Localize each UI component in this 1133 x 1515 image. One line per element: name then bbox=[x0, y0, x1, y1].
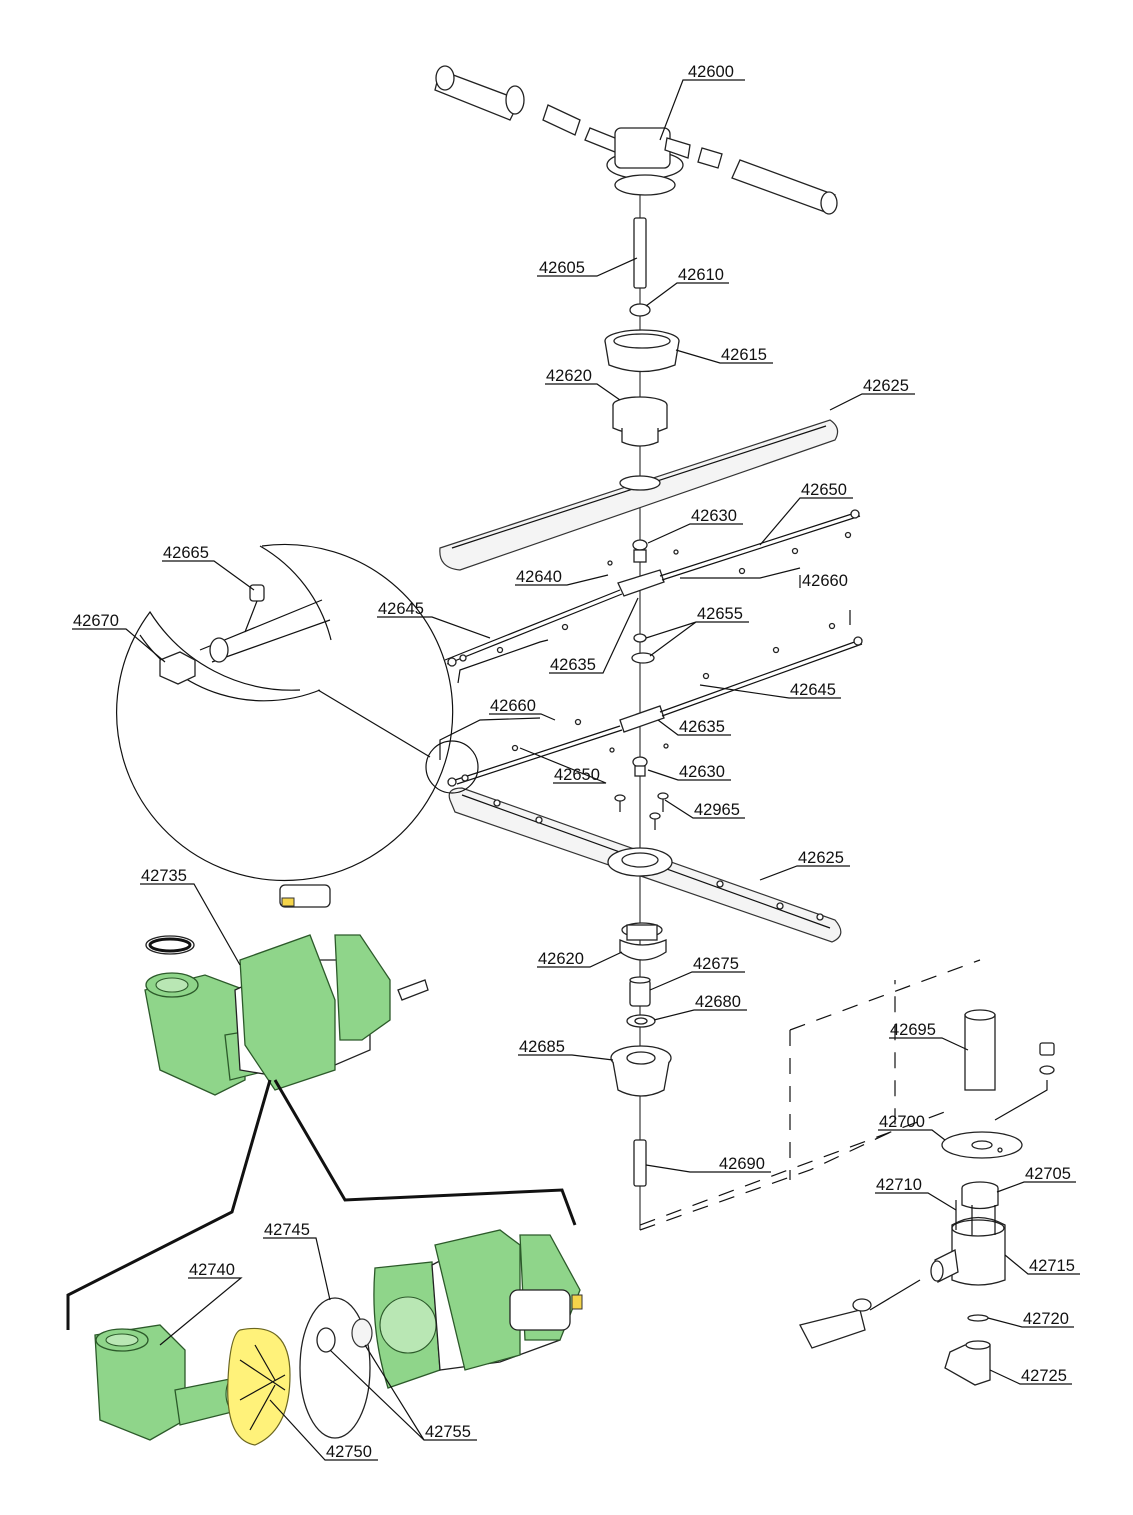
label-42600: 42600 bbox=[688, 63, 734, 81]
part-42690-pin bbox=[633, 1139, 647, 1187]
label-42700: 42700 bbox=[879, 1113, 925, 1131]
label-42750: 42750 bbox=[326, 1443, 372, 1461]
label-42660-upper: 42660 bbox=[802, 572, 848, 590]
label-42690: 42690 bbox=[719, 1155, 765, 1173]
label-42650-lower: 42650 bbox=[554, 766, 600, 784]
label-42740: 42740 bbox=[189, 1261, 235, 1279]
part-42615-ring-nut bbox=[604, 329, 680, 373]
label-42710: 42710 bbox=[876, 1176, 922, 1194]
part-42655-washers bbox=[631, 633, 655, 664]
label-42620-lower: 42620 bbox=[538, 950, 584, 968]
label-42610: 42610 bbox=[678, 266, 724, 284]
part-42605-rod bbox=[633, 217, 647, 289]
label-42635-upper: 42635 bbox=[550, 656, 596, 674]
part-42600-feed-tee bbox=[434, 65, 838, 215]
label-42695: 42695 bbox=[890, 1021, 936, 1039]
leader-lines bbox=[72, 79, 1080, 1461]
exploded-pump bbox=[94, 1229, 583, 1446]
part-labels: 42600 42605 42610 42615 42620 42625 4265… bbox=[73, 63, 1075, 1461]
label-42665: 42665 bbox=[163, 544, 209, 562]
label-42655: 42655 bbox=[697, 605, 743, 623]
main-wash-pump bbox=[144, 884, 429, 1096]
part-42695-tube bbox=[964, 1009, 996, 1091]
label-42640: 42640 bbox=[516, 568, 562, 586]
label-42670: 42670 bbox=[73, 612, 119, 630]
part-42680-ring bbox=[626, 1014, 656, 1028]
part-42965-screws bbox=[614, 792, 669, 830]
label-42715: 42715 bbox=[1029, 1257, 1075, 1275]
part-42715-housing bbox=[930, 1200, 1006, 1286]
part-42705-seal bbox=[961, 1181, 999, 1210]
label-42625-lower: 42625 bbox=[798, 849, 844, 867]
label-42630-lower: 42630 bbox=[679, 763, 725, 781]
label-42635-lower: 42635 bbox=[679, 718, 725, 736]
dashed-boundary bbox=[639, 959, 981, 1231]
pump-explode-pointer bbox=[66, 1079, 577, 1330]
lower-spray-tubes bbox=[439, 610, 863, 787]
label-42735: 42735 bbox=[141, 867, 187, 885]
label-42645-lower: 42645 bbox=[790, 681, 836, 699]
label-42705: 42705 bbox=[1025, 1165, 1071, 1183]
label-42645-upper: 42645 bbox=[378, 600, 424, 618]
label-42755: 42755 bbox=[425, 1423, 471, 1441]
label-42965: 42965 bbox=[694, 801, 740, 819]
label-42675: 42675 bbox=[693, 955, 739, 973]
part-42700-flange bbox=[941, 1131, 1023, 1159]
label-42650-upper: 42650 bbox=[801, 481, 847, 499]
label-42620-upper: 42620 bbox=[546, 367, 592, 385]
label-42685: 42685 bbox=[519, 1038, 565, 1056]
part-42625-upper-wash-arm bbox=[439, 419, 839, 571]
part-42725-elbow bbox=[944, 1340, 991, 1386]
label-42680: 42680 bbox=[695, 993, 741, 1011]
part-42620-lower-bushing bbox=[619, 922, 667, 961]
label-42630-upper: 42630 bbox=[691, 507, 737, 525]
label-42625-upper: 42625 bbox=[863, 377, 909, 395]
label-42605: 42605 bbox=[539, 259, 585, 277]
label-42615: 42615 bbox=[721, 346, 767, 364]
upper-spray-tubes bbox=[444, 509, 861, 684]
part-42675-sleeve bbox=[629, 976, 651, 1007]
part-42720-o-ring bbox=[967, 1314, 989, 1322]
label-42660-lower: 42660 bbox=[490, 697, 536, 715]
label-42720: 42720 bbox=[1023, 1310, 1069, 1328]
part-42625-lower-wash-arm bbox=[448, 787, 842, 943]
nut-washer-right bbox=[994, 1042, 1055, 1121]
part-42610-nut bbox=[629, 303, 651, 317]
right-hose-clamp bbox=[799, 1279, 921, 1349]
detail-circle bbox=[116, 543, 479, 882]
label-42745: 42745 bbox=[264, 1221, 310, 1239]
part-42685-hub bbox=[610, 1045, 672, 1097]
part-42620-upper-bushing bbox=[612, 396, 668, 447]
label-42725: 42725 bbox=[1021, 1367, 1067, 1385]
